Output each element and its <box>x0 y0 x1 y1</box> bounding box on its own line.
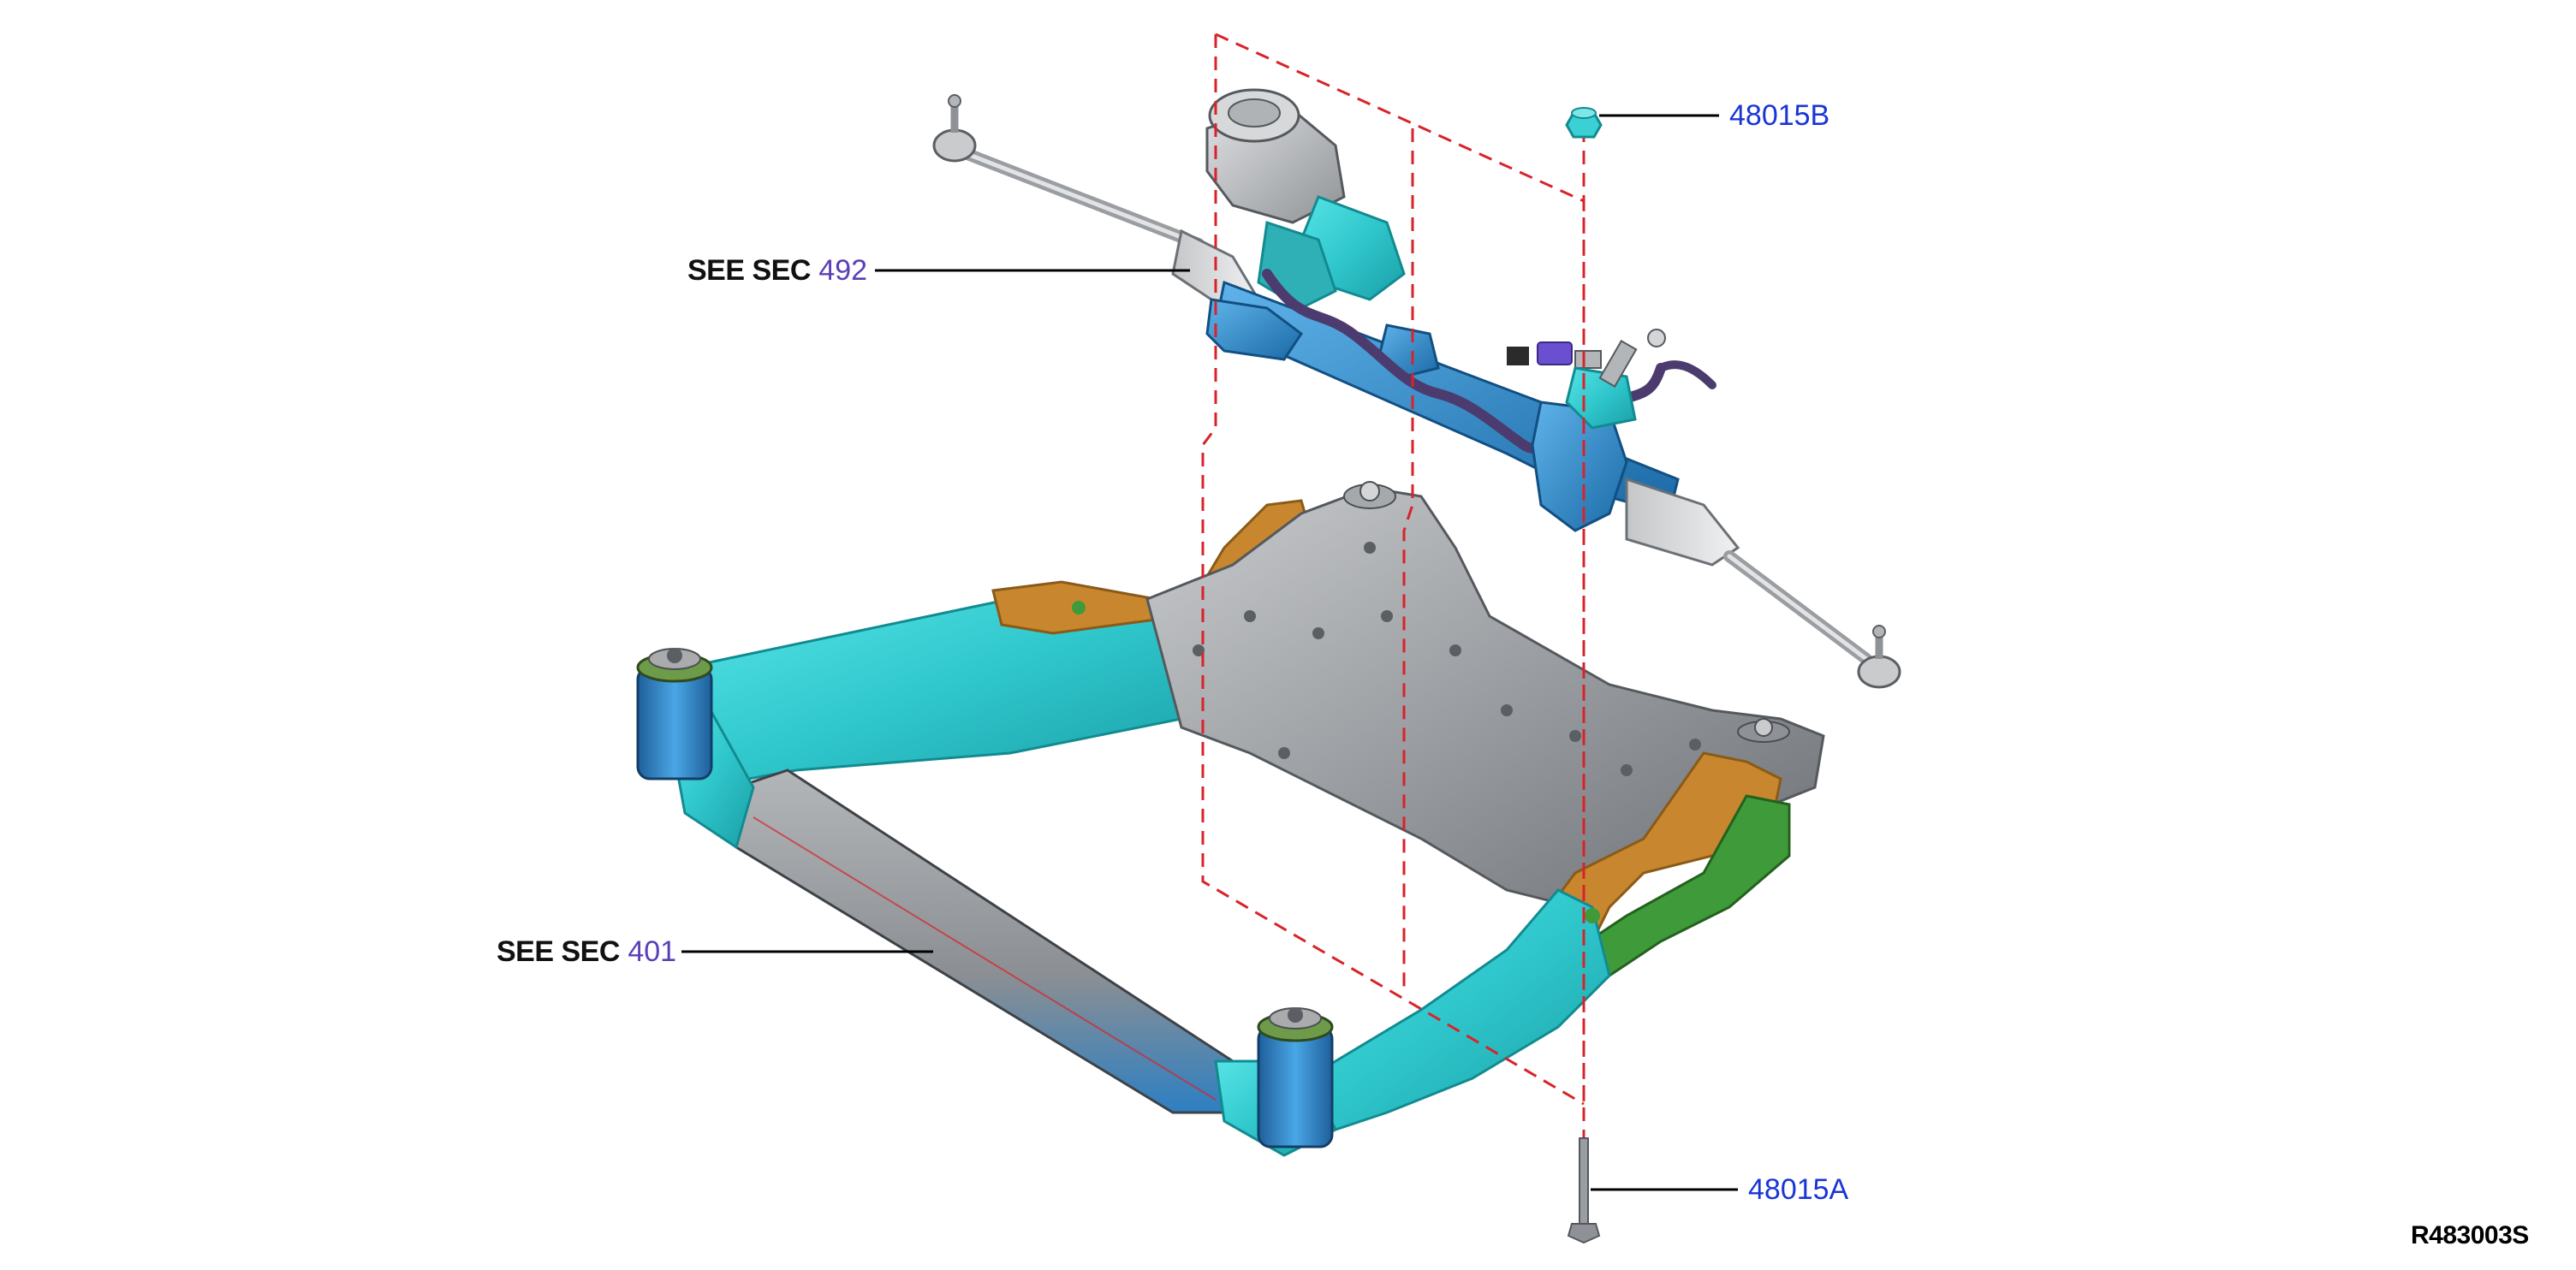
phantom-lines <box>1201 33 1585 1181</box>
see-sec-prefix: SEE SEC <box>497 935 620 968</box>
part-link-48015B[interactable]: 48015B <box>1729 99 1830 132</box>
left-tie-rod <box>932 94 1205 250</box>
steering-gear-assembly <box>932 88 1901 689</box>
right-orange-bracket <box>1548 751 1782 952</box>
rear-left-mount <box>1343 481 1396 509</box>
right-front-arm <box>1282 888 1611 1131</box>
rear-right-bushing <box>1737 718 1790 743</box>
front-cross-beam <box>735 769 1234 1114</box>
right-tie-rod <box>1723 550 1901 689</box>
part-link-48015A[interactable]: 48015A <box>1748 1173 1849 1206</box>
figure-reference-code: R483003S <box>2411 1221 2529 1249</box>
right-rack-boot <box>1625 477 1740 567</box>
see-sec-prefix: SEE SEC <box>687 254 811 287</box>
front-left-bushing <box>636 648 713 780</box>
leader-lines <box>681 114 1738 1191</box>
callout-see-sec-401[interactable]: SEE SEC 401 <box>497 935 676 969</box>
callout-see-sec-492[interactable]: SEE SEC 492 <box>687 253 867 288</box>
mounting-holes <box>1072 542 1701 923</box>
center-crossmember-body <box>1145 486 1825 909</box>
left-rack-bracket <box>1205 298 1304 361</box>
front-right-bushing <box>1257 1007 1334 1148</box>
section-link-492[interactable]: 492 <box>818 254 868 287</box>
eps-motor <box>1205 88 1406 310</box>
front-suspension-member <box>636 481 1825 1157</box>
bolt-icon[interactable] <box>1567 1137 1601 1244</box>
hex-nut-icon[interactable] <box>1565 107 1603 139</box>
harness-connectors <box>1507 341 1602 369</box>
section-link-401[interactable]: 401 <box>628 935 677 968</box>
